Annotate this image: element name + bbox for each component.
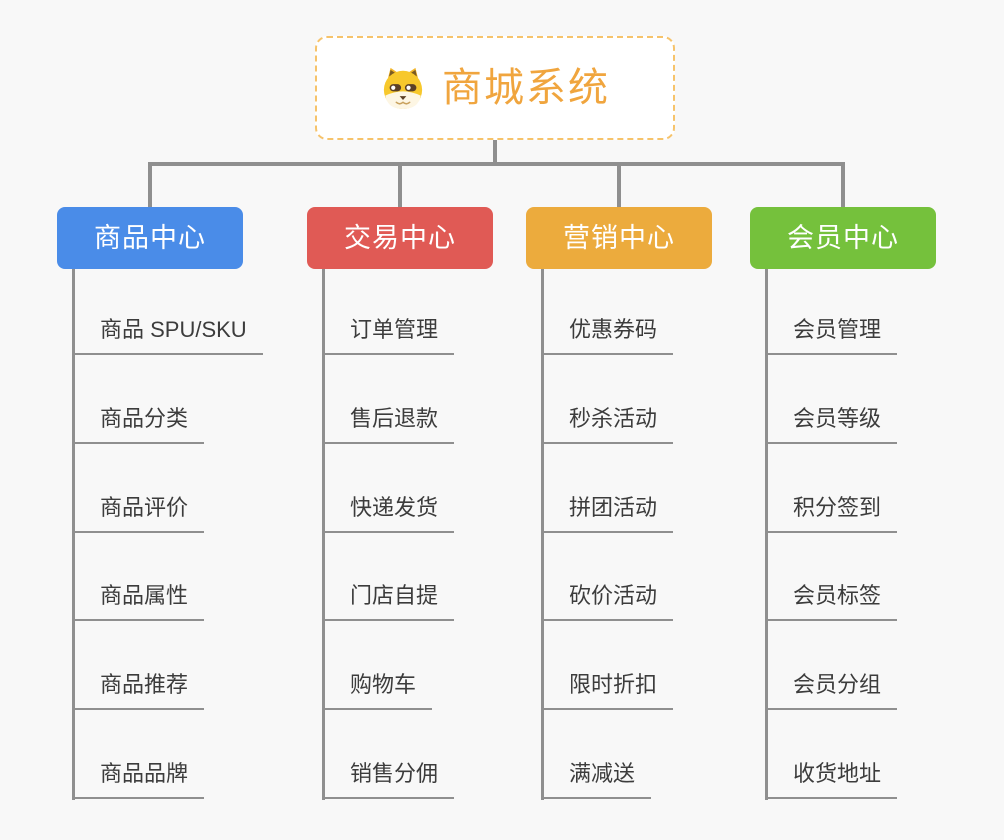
branch-label: 营销中心 — [563, 222, 675, 253]
leaf-item[interactable]: 商品 SPU/SKU — [72, 315, 263, 355]
branch-node-member-center[interactable]: 会员中心 — [750, 207, 936, 269]
leaf-item[interactable]: 会员等级 — [765, 404, 898, 444]
leaf-item[interactable]: 购物车 — [322, 670, 433, 710]
branch-column-marketing-center: 优惠券码秒杀活动拼团活动砍价活动限时折扣满减送 — [541, 269, 781, 809]
leaf-item[interactable]: 收货地址 — [765, 759, 898, 799]
leaf-item[interactable]: 商品评价 — [72, 493, 205, 533]
leaf-item[interactable]: 销售分佣 — [322, 759, 455, 799]
root-label: 商城系统 — [442, 66, 610, 110]
root-node[interactable]: 商城系统 — [315, 36, 675, 140]
leaf-item[interactable]: 积分签到 — [765, 493, 898, 533]
branch-node-marketing-center[interactable]: 营销中心 — [526, 207, 712, 269]
leaf-item[interactable]: 商品推荐 — [72, 670, 205, 710]
branch-column-trade-center: 订单管理售后退款快递发货门店自提购物车销售分佣 — [322, 269, 562, 809]
branch-node-product-center[interactable]: 商品中心 — [57, 207, 243, 269]
connector-horizontal — [148, 162, 845, 166]
leaf-item[interactable]: 订单管理 — [322, 315, 455, 355]
leaf-item[interactable]: 会员标签 — [765, 581, 898, 621]
leaf-item[interactable]: 优惠券码 — [541, 315, 674, 355]
leaf-item[interactable]: 限时折扣 — [541, 670, 674, 710]
leaf-item[interactable]: 会员管理 — [765, 315, 898, 355]
column-spine-line — [541, 269, 544, 800]
branch-label: 商品中心 — [94, 222, 206, 253]
column-spine-line — [765, 269, 768, 800]
connector-drop-product-center — [148, 162, 152, 207]
leaf-item[interactable]: 商品分类 — [72, 404, 205, 444]
branch-label: 会员中心 — [787, 222, 899, 253]
leaf-item[interactable]: 售后退款 — [322, 404, 455, 444]
dog-face-icon — [383, 67, 423, 110]
branch-node-trade-center[interactable]: 交易中心 — [307, 207, 493, 269]
leaf-item[interactable]: 满减送 — [541, 759, 652, 799]
branch-label: 交易中心 — [344, 222, 456, 253]
connector-drop-marketing-center — [617, 162, 621, 207]
leaf-item[interactable]: 砍价活动 — [541, 581, 674, 621]
leaf-item[interactable]: 秒杀活动 — [541, 404, 674, 444]
connector-root-drop — [493, 140, 497, 166]
column-spine-line — [322, 269, 325, 800]
branch-column-member-center: 会员管理会员等级积分签到会员标签会员分组收货地址 — [765, 269, 1004, 809]
leaf-item[interactable]: 商品品牌 — [72, 759, 205, 799]
leaf-item[interactable]: 快递发货 — [322, 493, 455, 533]
connector-drop-trade-center — [398, 162, 402, 207]
leaf-item[interactable]: 拼团活动 — [541, 493, 674, 533]
leaf-item[interactable]: 会员分组 — [765, 670, 898, 710]
connector-drop-member-center — [841, 162, 845, 207]
leaf-item[interactable]: 商品属性 — [72, 581, 205, 621]
leaf-item[interactable]: 门店自提 — [322, 581, 455, 621]
column-spine-line — [72, 269, 75, 800]
branch-column-product-center: 商品 SPU/SKU 商品分类商品评价商品属性商品推荐商品品牌 — [72, 269, 312, 809]
